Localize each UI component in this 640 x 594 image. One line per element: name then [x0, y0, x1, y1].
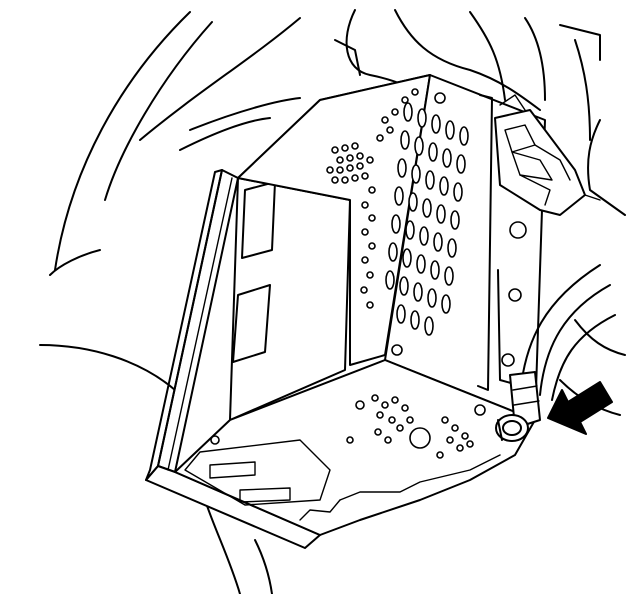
screw-hole	[434, 92, 446, 104]
front-bezel-frame	[145, 169, 321, 549]
bracket-bottom-panel	[174, 359, 536, 536]
top-vent-holes	[326, 88, 419, 309]
ground-bolt	[495, 414, 529, 442]
ground-strap-cable	[509, 264, 616, 429]
mount-hole	[501, 353, 515, 367]
mount-hole	[509, 221, 527, 239]
bracket-top-panel	[237, 74, 431, 366]
mount-hole	[508, 288, 522, 302]
electrical-connector	[494, 94, 601, 216]
screw-hole	[391, 344, 403, 356]
side-oval-vents	[385, 102, 469, 336]
direction-arrow-icon	[547, 381, 613, 435]
bottom-center-hole	[409, 427, 431, 449]
